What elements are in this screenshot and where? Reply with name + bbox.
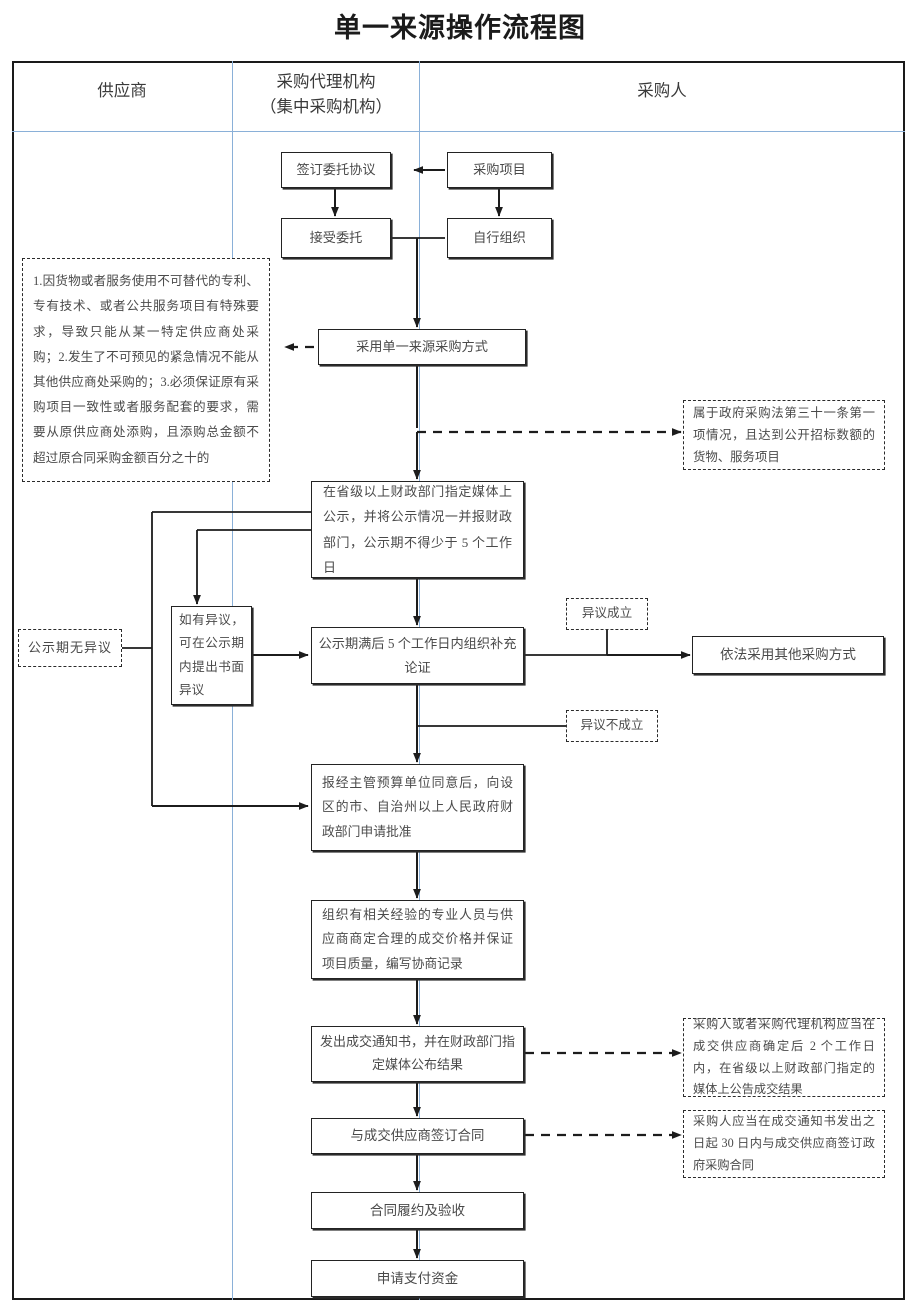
note-announce-result-text: 采购人或者采购代理机构应当在成交供应商确定后 2 个工作日内，在省级以上财政部门… [693, 1016, 875, 1097]
lane-label-agency: 采购代理机构 [276, 72, 376, 91]
lane-label-supplier: 供应商 [97, 81, 147, 100]
note-single-source-conditions: 1.因货物或者服务使用不可替代的专利、专有技术、或者公共服务项目有特殊要求，导致… [22, 258, 270, 482]
node-sign-entrust-label: 签订委托协议 [296, 161, 376, 177]
node-publicity[interactable]: 在省级以上财政部门指定媒体上公示，并将公示情况一并报财政部门，公示期不得少于 5… [311, 481, 524, 578]
node-contract-perform-label: 合同履约及验收 [369, 1202, 466, 1218]
lane-header-supplier: 供应商 [14, 79, 230, 104]
note-no-objection: 公示期无异议 [18, 629, 122, 667]
node-accept-entrust[interactable]: 接受委托 [281, 218, 391, 258]
node-supplementary-demo-label: 公示期满后 5 个工作日内组织补充论证 [318, 636, 517, 675]
lane-header-divider [12, 131, 905, 132]
node-approval-label: 报经主管预算单位同意后，向设区的市、自治州以上人民政府财政部门申请批准 [322, 776, 513, 839]
node-single-source-method-label: 采用单一来源采购方式 [356, 338, 488, 354]
node-purchase-project[interactable]: 采购项目 [447, 152, 552, 188]
node-apply-payment-label: 申请支付资金 [376, 1270, 459, 1286]
swimlane-frame [12, 61, 905, 1300]
node-written-objection[interactable]: 如有异议，可在公示期内提出书面异议 [171, 606, 252, 705]
node-apply-payment[interactable]: 申请支付资金 [311, 1260, 524, 1297]
note-contract-30days: 采购人应当在成交通知书发出之日起 30 日内与成交供应商签订政府采购合同 [683, 1110, 885, 1178]
lane-header-agency: 采购代理机构 （集中采购机构） [234, 70, 418, 120]
note-contract-30days-text: 采购人应当在成交通知书发出之日起 30 日内与成交供应商签订政府采购合同 [693, 1114, 875, 1172]
note-law-article-31-text: 属于政府采购法第三十一条第一项情况，且达到公开招标数额的货物、服务项目 [693, 405, 875, 465]
node-purchase-project-label: 采购项目 [473, 161, 526, 177]
node-negotiate-price[interactable]: 组织有相关经验的专业人员与供应商商定合理的成交价格并保证项目质量，编写协商记录 [311, 900, 524, 979]
node-publicity-label: 在省级以上财政部门指定媒体上公示，并将公示情况一并报财政部门，公示期不得少于 5… [323, 483, 512, 575]
node-written-objection-label: 如有异议，可在公示期内提出书面异议 [179, 612, 244, 697]
node-self-organize[interactable]: 自行组织 [447, 218, 552, 258]
node-approval[interactable]: 报经主管预算单位同意后，向设区的市、自治州以上人民政府财政部门申请批准 [311, 764, 524, 851]
node-sign-entrust[interactable]: 签订委托协议 [281, 152, 391, 188]
page-title: 单一来源操作流程图 [334, 13, 586, 43]
node-supplementary-demo[interactable]: 公示期满后 5 个工作日内组织补充论证 [311, 627, 524, 684]
note-objection-valid-text: 异议成立 [581, 606, 633, 621]
lane-label-purchaser: 采购人 [637, 81, 687, 100]
node-issue-notice[interactable]: 发出成交通知书，并在财政部门指定媒体公布结果 [311, 1026, 524, 1082]
note-no-objection-text: 公示期无异议 [27, 639, 112, 655]
node-other-method-label: 依法采用其他采购方式 [720, 647, 856, 663]
node-single-source-method[interactable]: 采用单一来源采购方式 [318, 329, 526, 365]
node-issue-notice-label: 发出成交通知书，并在财政部门指定媒体公布结果 [319, 1034, 515, 1072]
note-single-source-conditions-text: 1.因货物或者服务使用不可替代的专利、专有技术、或者公共服务项目有特殊要求，导致… [33, 274, 259, 465]
note-law-article-31: 属于政府采购法第三十一条第一项情况，且达到公开招标数额的货物、服务项目 [683, 400, 885, 470]
node-sign-contract-label: 与成交供应商签订合同 [350, 1127, 485, 1143]
lane-header-purchaser: 采购人 [421, 79, 903, 104]
node-negotiate-price-label: 组织有相关经验的专业人员与供应商商定合理的成交价格并保证项目质量，编写协商记录 [322, 908, 513, 971]
note-objection-invalid: 异议不成立 [566, 710, 658, 742]
note-objection-invalid-text: 异议不成立 [580, 718, 644, 733]
node-other-method[interactable]: 依法采用其他采购方式 [692, 636, 884, 674]
note-objection-valid: 异议成立 [566, 598, 648, 630]
node-accept-entrust-label: 接受委托 [309, 229, 363, 245]
node-self-organize-label: 自行组织 [473, 229, 526, 245]
node-contract-perform[interactable]: 合同履约及验收 [311, 1192, 524, 1229]
note-announce-result: 采购人或者采购代理机构应当在成交供应商确定后 2 个工作日内，在省级以上财政部门… [683, 1017, 885, 1097]
node-sign-contract[interactable]: 与成交供应商签订合同 [311, 1118, 524, 1154]
lane-sublabel-agency: （集中采购机构） [260, 96, 392, 116]
